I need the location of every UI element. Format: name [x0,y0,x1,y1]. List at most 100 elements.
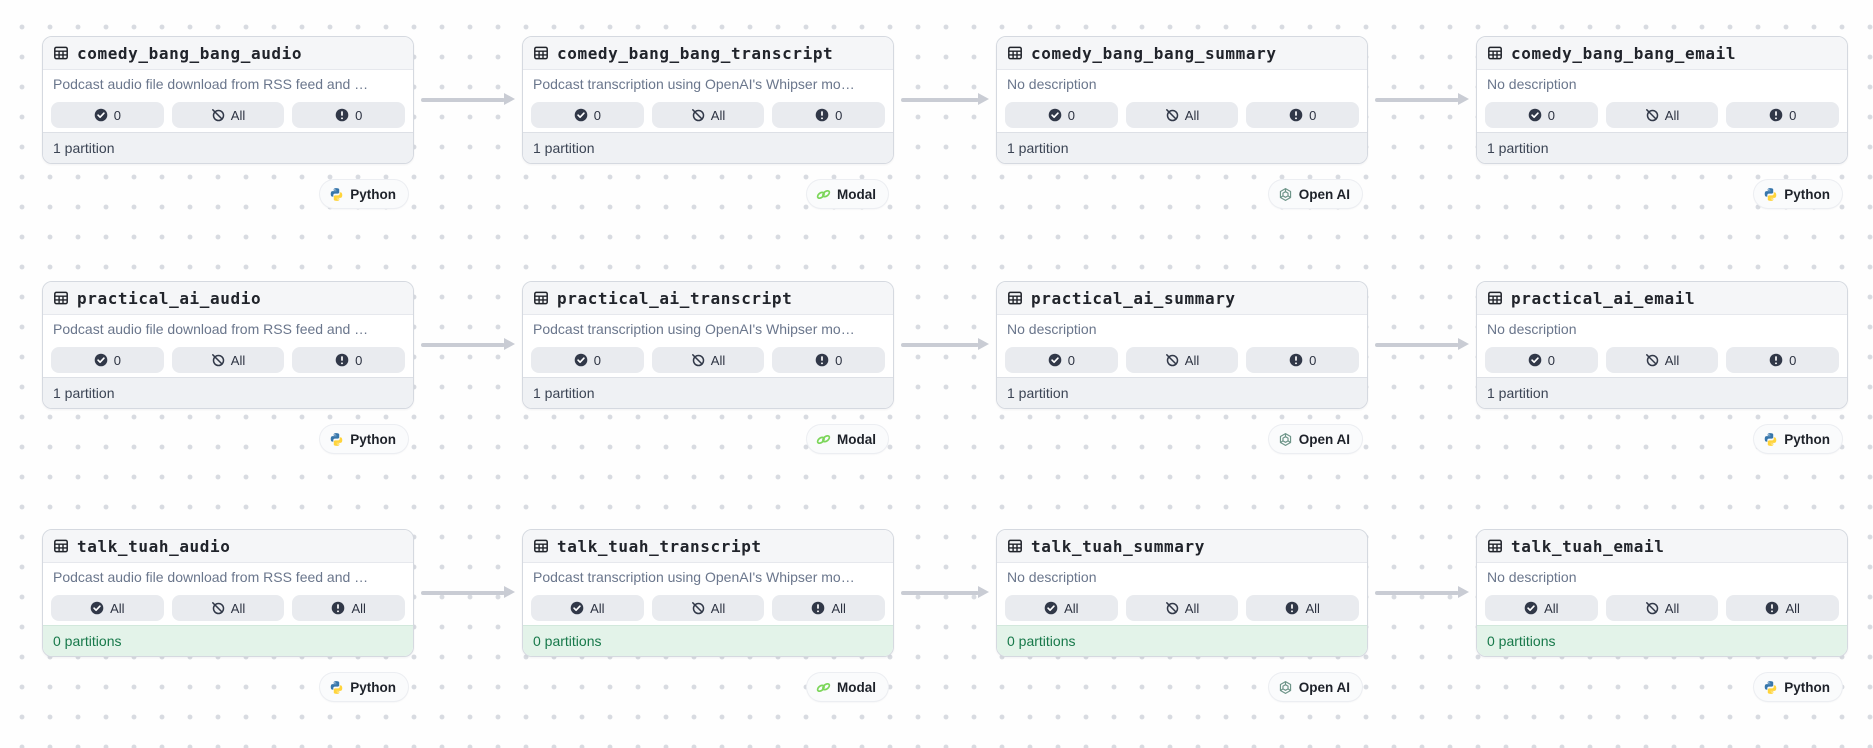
materialized-count-badge[interactable]: 0 [1485,102,1598,128]
badge-value: 0 [113,352,121,368]
asset-description: Podcast audio file download from RSS fee… [53,569,369,585]
asset-description: Podcast transcription using OpenAI's Whi… [533,569,855,585]
table-icon [1007,538,1023,554]
kind-tag-label: Open AI [1298,431,1350,447]
materialized-count-badge[interactable]: All [1005,595,1118,621]
edge-arrowhead-icon [1458,586,1469,598]
kind-tag-python[interactable]: Python [1754,180,1842,208]
kind-tag-open-ai[interactable]: Open AI [1268,673,1362,701]
missing-partitions-badge[interactable]: All [651,347,765,373]
asset-node[interactable]: talk_tuah_transcript Podcast transcripti… [522,529,894,657]
materialized-count-badge[interactable]: 0 [51,347,164,373]
materialized-count-badge[interactable]: All [1485,595,1598,621]
asset-description: Podcast audio file download from RSS fee… [53,76,369,92]
slash-circle-icon [1645,108,1659,122]
missing-partitions-badge[interactable]: All [171,102,285,128]
failed-partitions-badge[interactable]: 0 [772,347,886,373]
edge-line [421,591,505,595]
edge-arrowhead-icon [504,338,515,350]
asset-name: practical_ai_summary [1031,288,1236,308]
materialized-count-badge[interactable]: All [51,595,164,621]
partition-status-badges: 0 All 0 [523,342,893,373]
materialized-count-badge[interactable]: 0 [531,102,644,128]
missing-partitions-badge[interactable]: All [651,102,765,128]
failed-partitions-badge[interactable]: 0 [292,102,406,128]
asset-node[interactable]: comedy_bang_bang_summary No description … [996,36,1368,164]
edge-arrowhead-icon [504,586,515,598]
asset-node-header: comedy_bang_bang_transcript [523,37,893,70]
asset-name: talk_tuah_transcript [557,536,762,556]
asset-node[interactable]: practical_ai_audio Podcast audio file do… [42,281,414,409]
edge-line [421,343,505,347]
kind-tag-label: Open AI [1298,679,1350,695]
missing-partitions-badge[interactable]: All [1605,102,1719,128]
edge-line [901,98,979,102]
materialized-count-badge[interactable]: 0 [51,102,164,128]
failed-partitions-badge[interactable]: 0 [292,347,406,373]
missing-partitions-badge[interactable]: All [651,595,765,621]
missing-partitions-badge[interactable]: All [1125,102,1239,128]
badge-value: 0 [1547,352,1555,368]
failed-partitions-badge[interactable]: All [772,595,886,621]
kind-tag-open-ai[interactable]: Open AI [1268,180,1362,208]
asset-node-header: talk_tuah_summary [997,530,1367,563]
failed-partitions-badge[interactable]: 0 [1726,102,1840,128]
missing-partitions-badge[interactable]: All [1125,347,1239,373]
alert-circle-icon [1765,601,1779,615]
failed-partitions-badge[interactable]: All [1246,595,1360,621]
kind-tag-python[interactable]: Python [320,425,408,453]
asset-node[interactable]: comedy_bang_bang_audio Podcast audio fil… [42,36,414,164]
badge-value: All [831,600,846,616]
modal-icon [816,187,831,202]
failed-partitions-badge[interactable]: 0 [1726,347,1840,373]
materialized-count-badge[interactable]: 0 [1485,347,1598,373]
kind-tag-modal[interactable]: Modal [807,180,888,208]
failed-partitions-badge[interactable]: 0 [772,102,886,128]
partition-count: 1 partition [997,132,1367,163]
partition-count: 0 partitions [997,625,1367,656]
asset-node[interactable]: practical_ai_transcript Podcast transcri… [522,281,894,409]
alert-circle-icon [335,108,349,122]
alert-circle-icon [815,353,829,367]
alert-circle-icon [335,353,349,367]
table-icon [53,290,69,306]
asset-node[interactable]: comedy_bang_bang_transcript Podcast tran… [522,36,894,164]
missing-partitions-badge[interactable]: All [1605,595,1719,621]
kind-tag-python[interactable]: Python [1754,425,1842,453]
kind-tag-python[interactable]: Python [1754,673,1842,701]
materialized-count-badge[interactable]: 0 [1005,347,1118,373]
kind-tag-open-ai[interactable]: Open AI [1268,425,1362,453]
kind-tag-label: Open AI [1298,186,1350,202]
alert-circle-icon [1769,108,1783,122]
badge-value: All [590,600,605,616]
badge-value: 0 [593,107,601,123]
kind-tag-modal[interactable]: Modal [807,425,888,453]
materialized-count-badge[interactable]: All [531,595,644,621]
edge-arrowhead-icon [978,586,989,598]
materialized-count-badge[interactable]: 0 [531,347,644,373]
missing-partitions-badge[interactable]: All [171,347,285,373]
slash-circle-icon [1165,353,1179,367]
asset-name: comedy_bang_bang_email [1511,43,1737,63]
materialized-count-badge[interactable]: 0 [1005,102,1118,128]
failed-partitions-badge[interactable]: All [1726,595,1840,621]
failed-partitions-badge[interactable]: All [292,595,406,621]
missing-partitions-badge[interactable]: All [171,595,285,621]
kind-tag-python[interactable]: Python [320,673,408,701]
missing-partitions-badge[interactable]: All [1605,347,1719,373]
edge-line [1375,343,1459,347]
table-icon [53,45,69,61]
kind-tag-modal[interactable]: Modal [807,673,888,701]
failed-partitions-badge[interactable]: 0 [1246,102,1360,128]
failed-partitions-badge[interactable]: 0 [1246,347,1360,373]
asset-node[interactable]: talk_tuah_audio Podcast audio file downl… [42,529,414,657]
partition-count: 1 partition [1477,132,1847,163]
kind-tag-python[interactable]: Python [320,180,408,208]
missing-partitions-badge[interactable]: All [1125,595,1239,621]
check-circle-icon [1528,108,1542,122]
